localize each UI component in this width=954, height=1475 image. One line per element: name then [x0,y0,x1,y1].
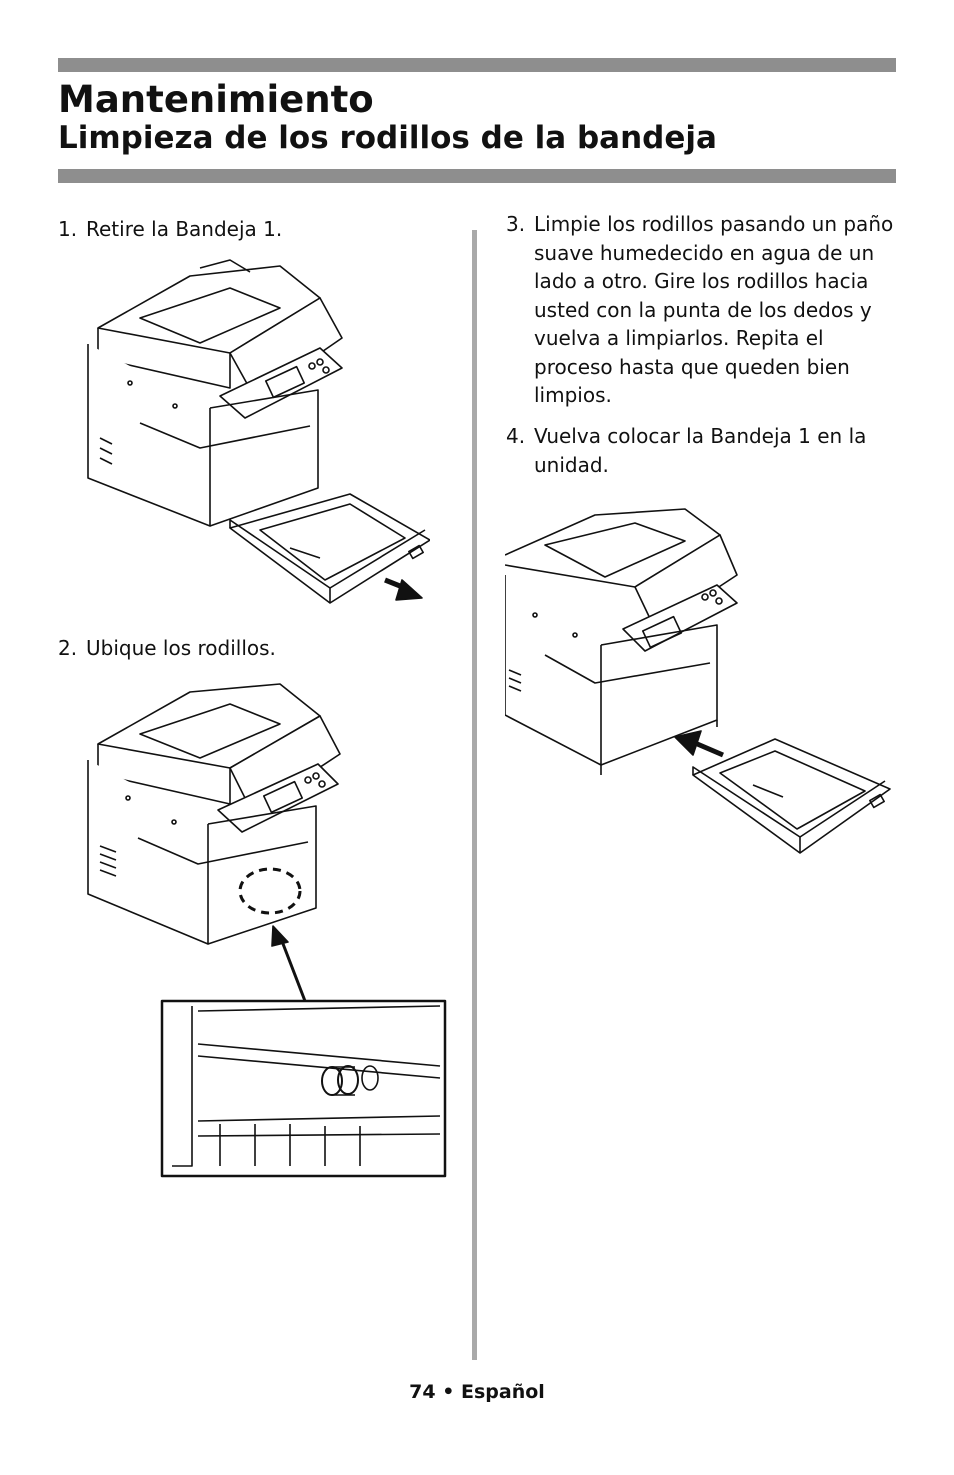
figure-reinsert-tray [505,505,895,865]
page-title: Mantenimiento [58,78,374,121]
step-text: Limpie los rodillos pasando un paño suav… [534,212,894,407]
column-divider [472,230,477,1360]
page-footer: 74 • Español [0,1381,954,1403]
footer-separator: • [442,1381,455,1403]
header-rule-bottom [58,169,896,183]
page-number: 74 [409,1381,436,1403]
figure-remove-tray [80,258,430,608]
figure-locate-rollers [80,676,450,1181]
step-number: 4. [506,424,526,448]
step-number: 2. [58,636,78,660]
step-4: 4. Vuelva colocar la Bandeja 1 en la uni… [506,422,906,479]
step-2: 2. Ubique los rodillos. [58,634,458,663]
footer-language: Español [461,1381,545,1403]
step-number: 3. [506,212,526,236]
page-subtitle: Limpieza de los rodillos de la bandeja [58,120,717,156]
header-rule-top [58,58,896,72]
step-3: 3. Limpie los rodillos pasando un paño s… [506,210,906,410]
step-1: 1. Retire la Bandeja 1. [58,215,458,244]
step-text: Ubique los rodillos. [86,636,276,660]
step-text: Vuelva colocar la Bandeja 1 en la unidad… [534,424,867,477]
step-text: Retire la Bandeja 1. [86,217,283,241]
step-number: 1. [58,217,78,241]
